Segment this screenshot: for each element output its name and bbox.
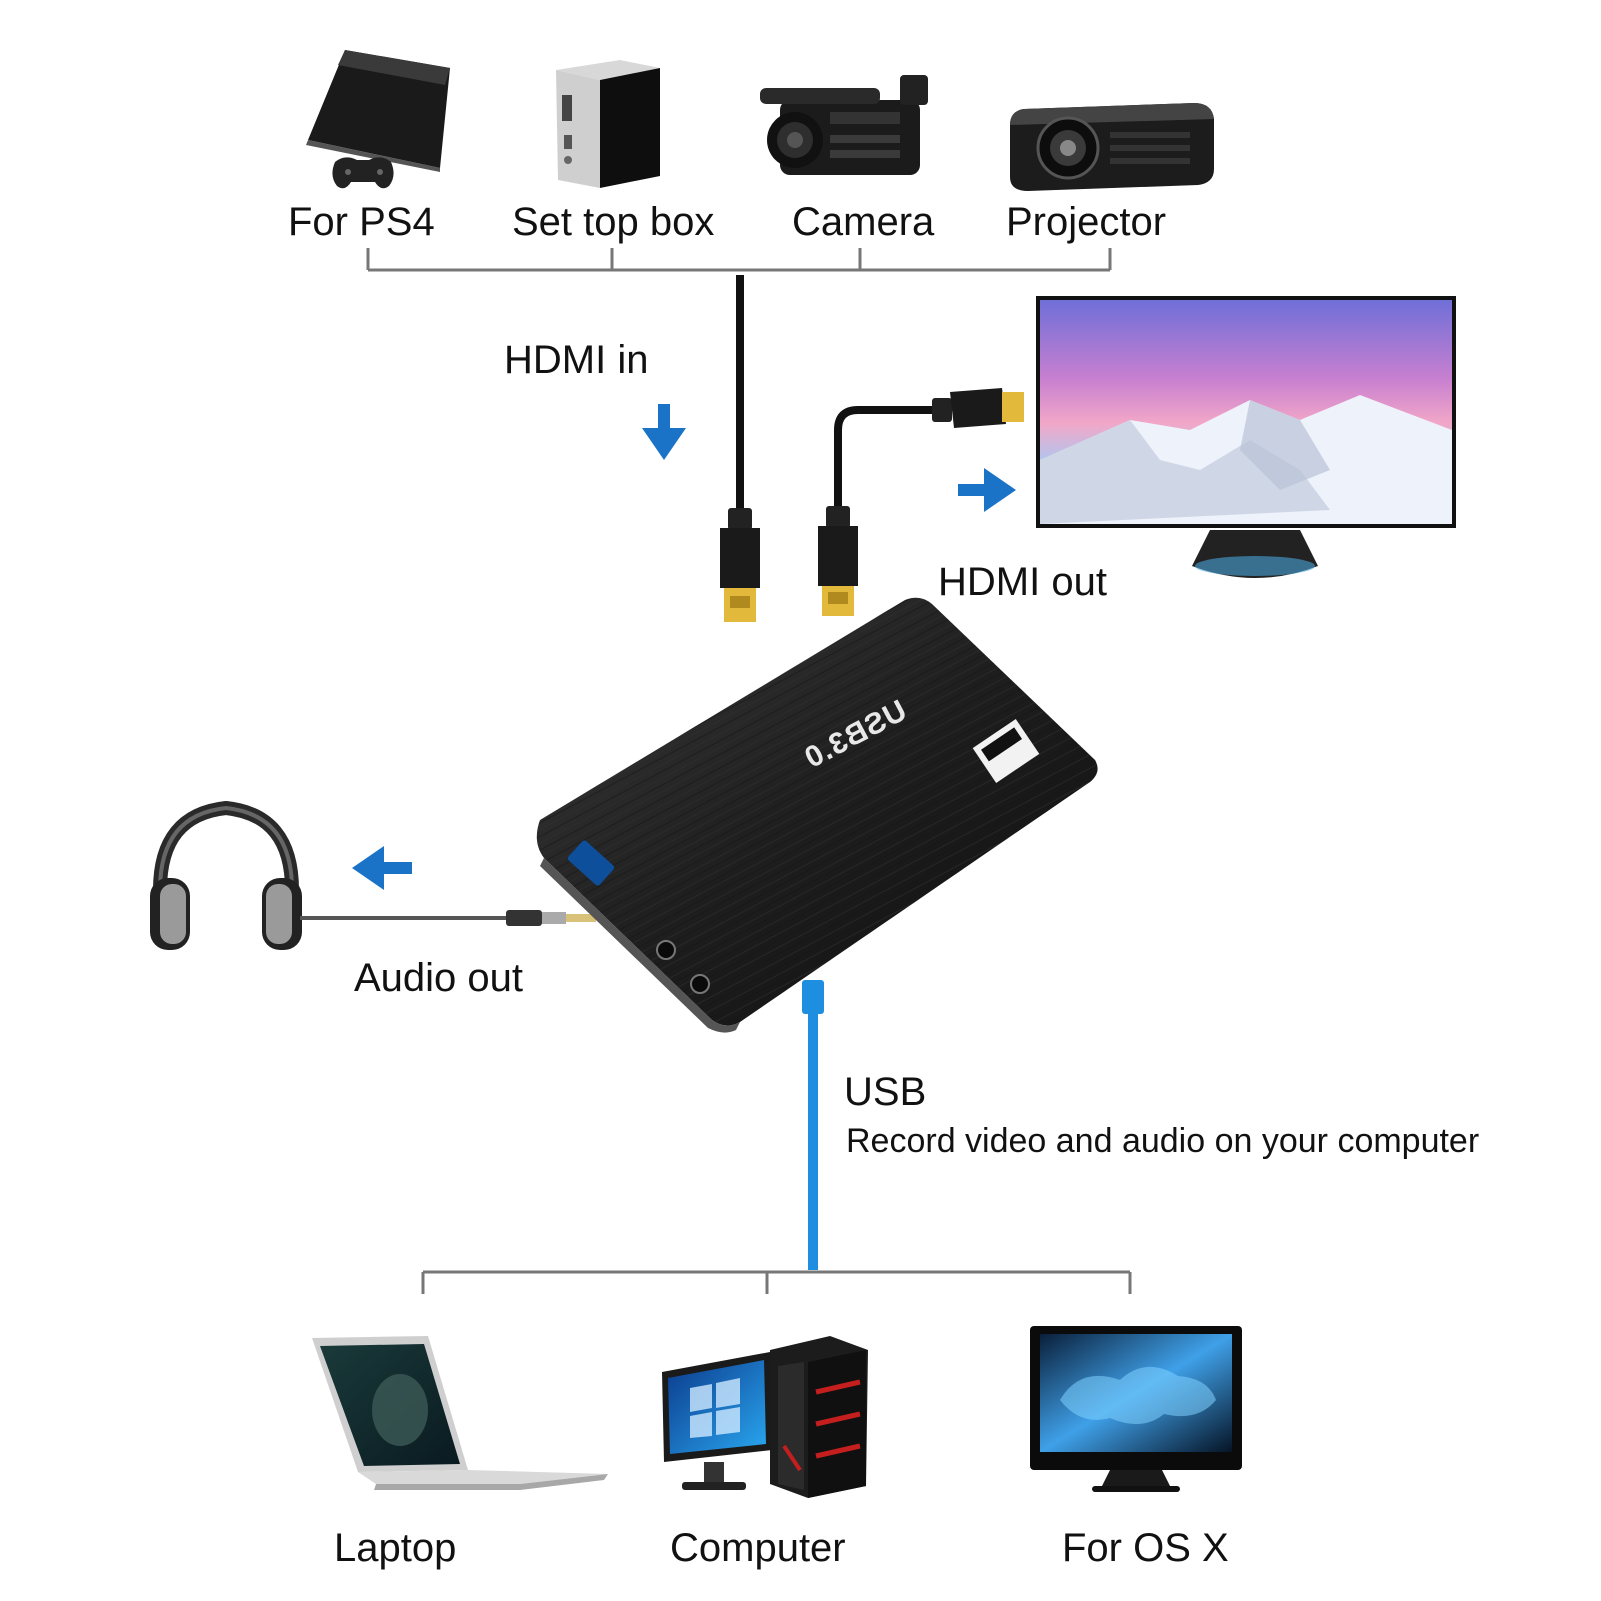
label-hdmi-in: HDMI in (504, 338, 649, 382)
desktop-computer-icon (662, 1336, 868, 1498)
label-usb-description: Record video and audio on your computer (846, 1122, 1480, 1160)
laptop-icon (312, 1336, 608, 1490)
audio-cable (300, 910, 596, 926)
arrow-left-icon (352, 846, 412, 890)
imac-icon (1030, 1326, 1242, 1492)
arrow-right-icon (958, 468, 1016, 512)
headphones-icon (150, 800, 302, 950)
arrow-down-icon (642, 404, 686, 460)
hdmi-in-cable (720, 275, 760, 622)
label-laptop: Laptop (334, 1526, 457, 1570)
label-ps4: For PS4 (288, 200, 435, 244)
label-mac: For OS X (1062, 1526, 1229, 1570)
label-usb: USB (844, 1070, 927, 1114)
projector-icon (1010, 103, 1214, 191)
usb-cable (802, 980, 824, 1270)
hdmi-out-cable (818, 388, 1024, 616)
video-camera-icon (760, 75, 928, 175)
capture-device (536, 597, 1098, 1033)
label-set-top-box: Set top box (512, 200, 715, 244)
label-computer: Computer (670, 1526, 846, 1570)
top-bracket (366, 248, 1112, 272)
label-hdmi-out: HDMI out (938, 560, 1107, 604)
label-audio-out: Audio out (354, 956, 524, 1000)
set-top-box-icon (556, 60, 660, 188)
bottom-bracket (421, 1270, 1132, 1294)
monitor-icon (1036, 296, 1456, 578)
label-projector: Projector (1006, 200, 1167, 244)
game-console-icon (306, 50, 450, 189)
label-camera: Camera (792, 200, 935, 244)
